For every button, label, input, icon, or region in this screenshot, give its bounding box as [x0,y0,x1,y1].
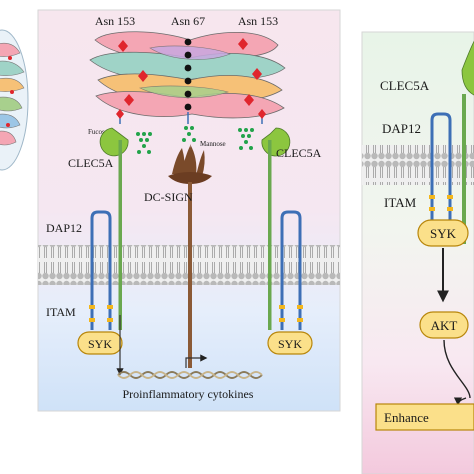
middle-panel: Asn 153 Asn 67 Asn 153 [37,9,341,412]
clec5a-receptor-left [99,127,129,326]
mannose-label: Mannose [200,140,226,148]
glycan-site-label-right: Asn 153 [238,14,278,28]
glycan-site-label-left: Asn 153 [95,14,135,28]
syk-node-right [267,331,313,355]
itam-label-left: ITAM [46,305,76,319]
clec5a-label-left: CLEC5A [68,156,114,170]
syk-node-rightpanel [417,219,469,247]
dap12-label-left: DAP12 [46,221,82,235]
syk-node-left [77,331,123,355]
syk-label-right: SYK [278,337,302,351]
syk-label-left: SYK [88,337,112,351]
clec5a-receptor-right [261,127,291,326]
dap12-label-rightpanel: DAP12 [382,121,421,136]
proinflammatory-cytokines-label: Proinflammatory cytokines [123,387,254,401]
enhance-label: Enhance [384,410,429,425]
clec5a-stem-right-tm [268,236,272,330]
asn153-glycan-markers [118,38,262,106]
akt-label: AKT [431,318,458,333]
clec5a-stem-left-tm [118,236,122,330]
syk-label-rightpanel: SYK [430,226,457,241]
dc-sign-stem-tm [188,236,192,296]
clec5a-stem-right-tm2 [462,140,466,200]
cytokine-dna-strand [117,371,263,379]
dap12-rightpanel [429,112,453,222]
enhance-box [375,403,474,431]
clec5a-label-rightpanel: CLEC5A [380,78,430,93]
glycan-site-label-center: Asn 67 [171,14,205,28]
akt-to-enhance-curve [443,339,471,399]
transcription-arrow [185,354,208,368]
right-panel: CLEC5A DAP12 ITAM SYK AKT Enhance [361,31,474,474]
dap12-right [279,210,303,330]
clec5a-label-right: CLEC5A [276,146,322,160]
sugar-cluster-center [182,126,196,142]
fucose-label: Fucose [88,128,108,136]
left-panel-virus-fragment [0,29,29,171]
fucose-markers [116,109,266,119]
clec5a-head-right-panel [461,40,474,96]
akt-node [419,311,469,339]
itam-label-rightpanel: ITAM [384,195,417,210]
asn67-glycan-dots [184,38,192,111]
dc-sign-label: DC-SIGN [144,190,193,204]
sugar-cluster-left [136,132,152,154]
sugar-cluster-right [238,128,254,150]
cell-membrane-right [362,145,474,185]
dap12-left [89,210,113,330]
